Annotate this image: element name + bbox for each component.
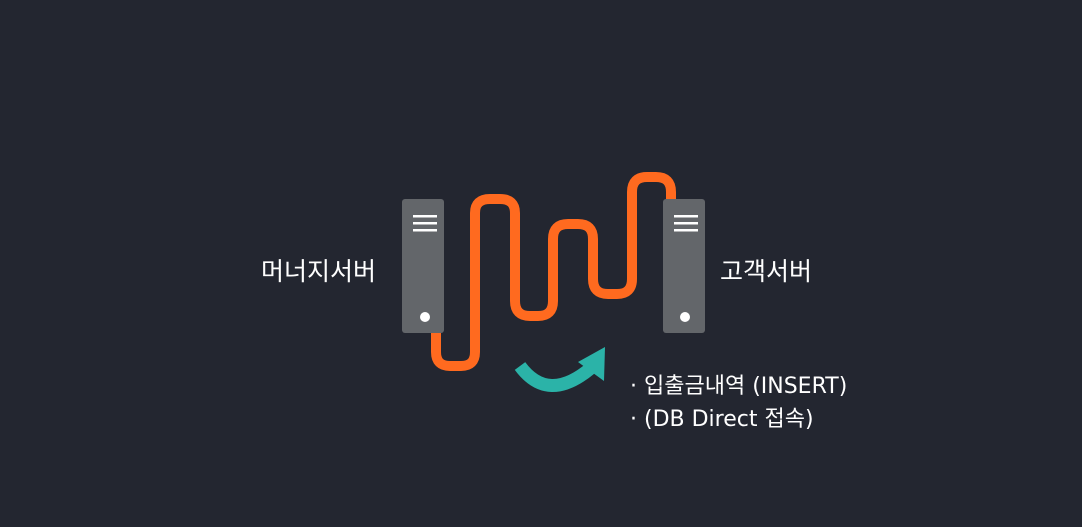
left-server-icon [402, 199, 444, 333]
connection-cable [431, 172, 676, 371]
bullet: · [630, 407, 637, 432]
note-text: (DB Direct 접속) [644, 407, 814, 432]
note-text: 입출금내역 (INSERT) [644, 374, 848, 399]
right-server-label: 고객서버 [720, 257, 813, 286]
note-item: · (DB Direct 접속) [630, 403, 847, 436]
notes-list: · 입출금내역 (INSERT) · (DB Direct 접속) [630, 370, 847, 436]
left-server-label: 머너지서버 [261, 257, 377, 286]
bullet: · [630, 374, 637, 399]
right-server-icon [663, 199, 705, 333]
note-item: · 입출금내역 (INSERT) [630, 370, 847, 403]
flow-arrow-icon [514, 347, 605, 392]
